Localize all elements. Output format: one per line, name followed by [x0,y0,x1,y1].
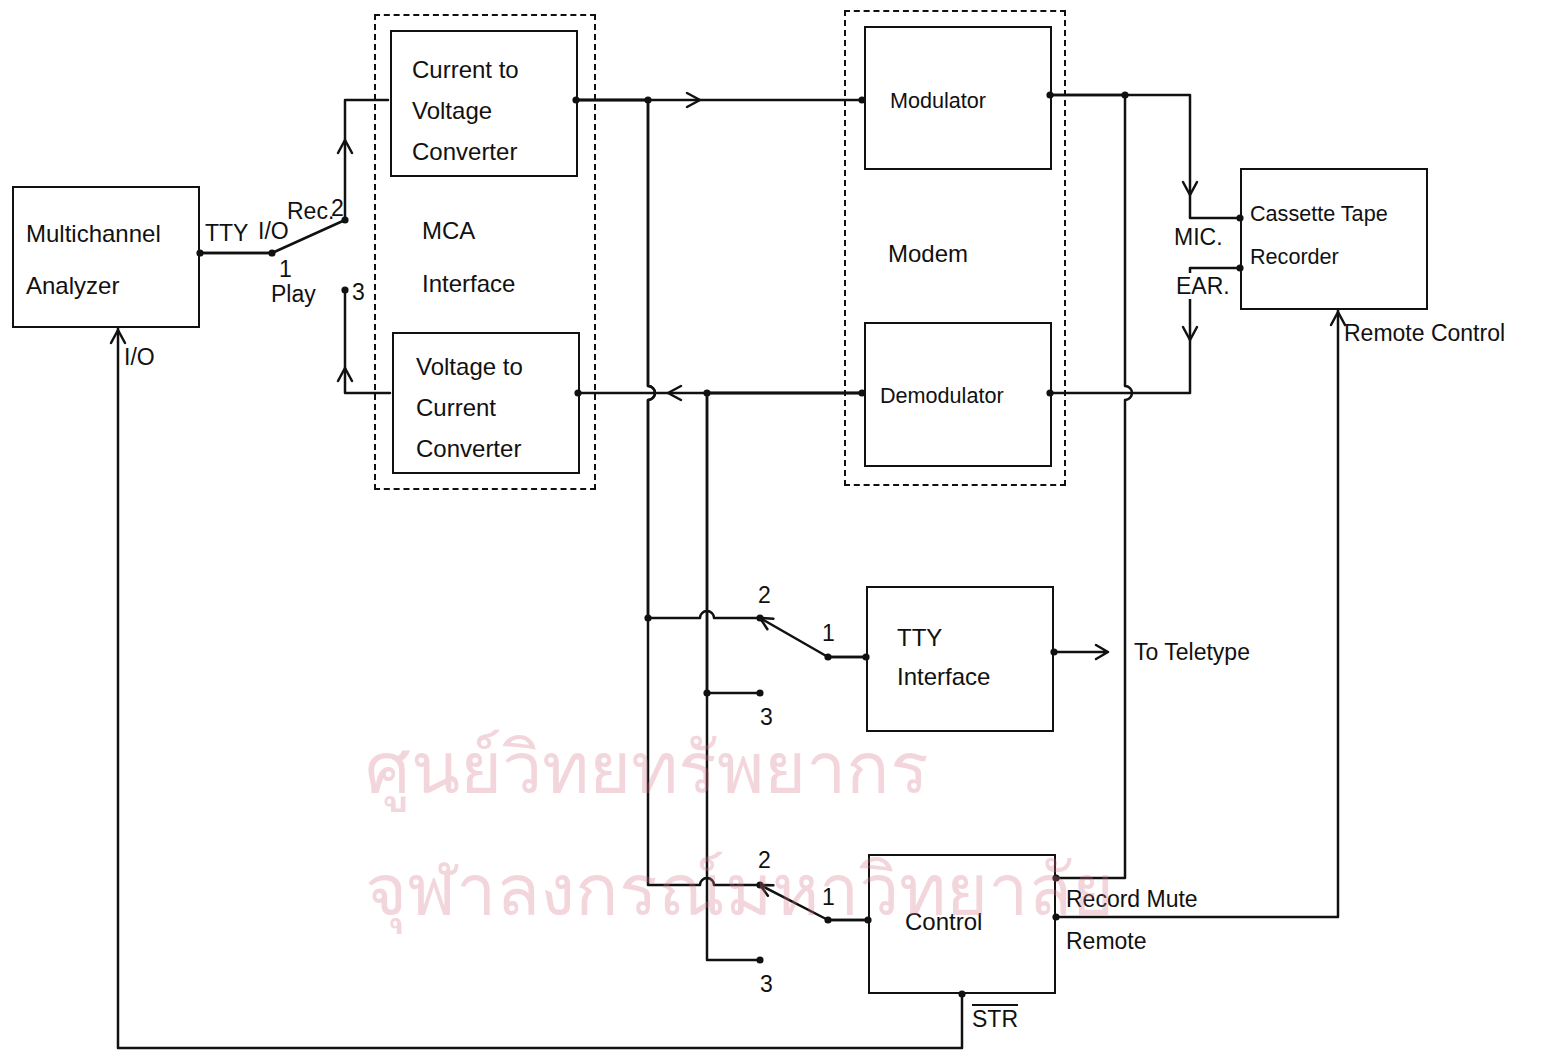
wire [707,393,866,693]
connector [200,253,390,393]
terminal-number: 1 [822,620,835,646]
watermark: จุฬาลงกรณ์มหาวิทยาลัย [365,850,1114,930]
arrowhead [338,140,352,153]
teletype-arrow [1054,645,1108,659]
terminal-number: 3 [760,971,773,997]
connector [200,100,388,253]
connector [111,328,962,1048]
wire [200,253,390,393]
connector [1056,310,1345,917]
arrowhead [1183,327,1197,340]
box-label: Demodulator [880,376,1050,416]
modulator-box: Modulator [864,26,1052,170]
watermark: ศูนย์วิทยทรัพยากร [365,728,929,808]
box-label: TTY Interface [897,618,1027,696]
connector [576,100,866,657]
wire [576,100,866,657]
wire [1056,310,1338,917]
signal-label: Remote Control [1344,320,1505,346]
jack-label: EAR. [1174,273,1232,299]
arrowhead [1331,312,1345,325]
arrowhead [1183,182,1197,195]
box-label: Current to Voltage Converter [412,49,562,172]
switch-position: Play [271,281,316,307]
signal-label: I/O [258,218,289,244]
terminal-number: 2 [331,195,344,221]
connector [1050,95,1132,878]
box-label: Cassette Tape Recorder [1250,192,1428,278]
wire [1050,95,1240,218]
box-label: Modem [888,234,1038,274]
wire [200,100,388,253]
arrowhead [687,93,700,107]
terminal-number: 1 [279,256,292,282]
terminal-number: 3 [352,279,365,305]
switch-position: Rec. [287,198,334,224]
interface-group: MCA Interface Current to Voltage Converte… [374,14,596,490]
arrowhead [111,330,125,343]
junction-dots [196,91,1243,997]
jack-label: MIC. [1172,224,1225,250]
demodulator-box: Demodulator [864,322,1052,467]
converter-box: Current to Voltage Converter [390,30,578,177]
interface-box: TTY Interface [866,586,1054,732]
box-label: MCA Interface [422,204,547,310]
wire [1050,268,1240,393]
signal-label: STR [972,1006,1018,1032]
connector [1050,95,1240,218]
connector [1050,268,1240,393]
arrowhead [668,386,681,400]
box-label: Modulator [890,81,1050,121]
connector [707,393,866,693]
analyzer-box: Multichannel Analyzer [12,186,200,328]
terminal-number: 2 [758,582,771,608]
wire [1050,95,1132,878]
terminal-number: 3 [760,704,773,730]
modem-group: Modem ModulatorDemodulator [844,10,1066,486]
recorder-box: Cassette Tape Recorder [1240,168,1428,310]
output-label: To Teletype [1134,639,1250,665]
converter-box: Voltage to Current Converter [392,332,580,474]
wire [118,328,962,1048]
signal-label: I/O [124,344,155,370]
junction-dot [1050,648,1057,655]
box-label: Voltage to Current Converter [416,346,566,469]
box-label: Multichannel Analyzer [26,208,191,312]
arrowhead [338,368,352,381]
signal-label: TTY [205,220,248,246]
signal-label: Remote [1066,928,1147,954]
